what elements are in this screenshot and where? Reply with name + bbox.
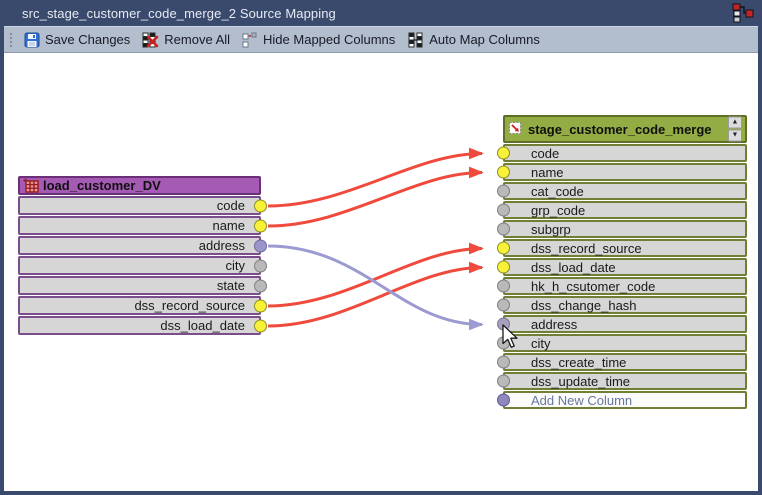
connector-dot[interactable] bbox=[254, 279, 267, 292]
save-changes-button[interactable]: Save Changes bbox=[19, 29, 137, 51]
connector-dot[interactable] bbox=[254, 219, 267, 232]
target-table-name: stage_customer_code_merge bbox=[528, 121, 712, 137]
connector-dot[interactable] bbox=[497, 374, 510, 388]
mapping-line-dss-record-source[interactable] bbox=[267, 242, 484, 308]
mapping-line-address-pending[interactable] bbox=[267, 244, 484, 331]
target-column-grp-code[interactable]: grp_code bbox=[497, 201, 747, 219]
connector-dot[interactable] bbox=[254, 319, 267, 332]
target-column-dss-change-hash[interactable]: dss_change_hash bbox=[497, 296, 747, 314]
mapping-canvas[interactable]: load_customer_DV code name address city bbox=[4, 53, 758, 491]
mapping-diagram-icon bbox=[732, 3, 754, 23]
scroll-up-button[interactable]: ▲ bbox=[728, 116, 742, 129]
connector-dot[interactable] bbox=[497, 260, 510, 274]
toolbar: Save Changes bbox=[4, 26, 758, 53]
column-label: dss_change_hash bbox=[531, 297, 637, 313]
hide-mapped-columns-button[interactable]: Hide Mapped Columns bbox=[237, 29, 402, 51]
source-table-name: load_customer_DV bbox=[43, 178, 161, 193]
source-column-city[interactable]: city bbox=[18, 256, 267, 275]
target-table: stage_customer_code_merge ▲ ▼ code name bbox=[497, 115, 747, 410]
auto-map-columns-button[interactable]: Auto Map Columns bbox=[402, 29, 547, 51]
window-title: src_stage_customer_code_merge_2 Source M… bbox=[22, 5, 336, 21]
hide-mapped-columns-label: Hide Mapped Columns bbox=[263, 32, 396, 47]
column-label: address bbox=[198, 238, 245, 253]
column-label: name bbox=[531, 164, 564, 180]
connector-dot[interactable] bbox=[497, 222, 510, 236]
mouse-cursor-icon bbox=[502, 324, 518, 348]
target-column-address[interactable]: address bbox=[497, 315, 747, 333]
source-column-address[interactable]: address bbox=[18, 236, 267, 255]
connector-dot[interactable] bbox=[497, 146, 510, 160]
mapping-line-name[interactable] bbox=[267, 166, 484, 228]
connector-dot[interactable] bbox=[497, 184, 510, 198]
column-label: hk_h_csutomer_code bbox=[531, 278, 656, 294]
mapping-line-code[interactable] bbox=[267, 147, 484, 208]
connector-dot[interactable] bbox=[254, 239, 267, 252]
column-label: code bbox=[531, 145, 560, 161]
hide-mapped-columns-icon bbox=[242, 32, 257, 47]
source-table: load_customer_DV code name address city bbox=[18, 176, 267, 336]
target-column-subgrp[interactable]: subgrp bbox=[497, 220, 747, 238]
add-new-column-label: Add New Column bbox=[531, 392, 633, 408]
connector-dot[interactable] bbox=[254, 199, 267, 212]
column-label: dss_update_time bbox=[531, 373, 631, 389]
add-new-column-row[interactable]: Add New Column bbox=[497, 391, 747, 409]
remove-all-label: Remove All bbox=[164, 32, 231, 47]
target-column-dss-create-time[interactable]: dss_create_time bbox=[497, 353, 747, 371]
target-column-city[interactable]: city bbox=[497, 334, 747, 352]
scroll-down-button[interactable]: ▼ bbox=[728, 129, 742, 142]
connector-dot[interactable] bbox=[497, 203, 510, 217]
column-label: name bbox=[212, 218, 245, 233]
source-column-dss-record-source[interactable]: dss_record_source bbox=[18, 296, 267, 315]
load-table-icon bbox=[23, 178, 39, 193]
source-column-state[interactable]: state bbox=[18, 276, 267, 295]
column-label: dss_load_date bbox=[160, 318, 245, 333]
target-column-cat-code[interactable]: cat_code bbox=[497, 182, 747, 200]
connector-dot[interactable] bbox=[497, 393, 510, 407]
stage-table-icon bbox=[509, 122, 521, 134]
column-label: dss_record_source bbox=[531, 240, 642, 256]
target-column-dss-record-source[interactable]: dss_record_source bbox=[497, 239, 747, 257]
target-column-dss-update-time[interactable]: dss_update_time bbox=[497, 372, 747, 390]
target-table-header[interactable]: stage_customer_code_merge ▲ ▼ bbox=[503, 115, 747, 143]
title-bar: src_stage_customer_code_merge_2 Source M… bbox=[0, 0, 762, 26]
connector-dot[interactable] bbox=[497, 279, 510, 293]
source-column-code[interactable]: code bbox=[18, 196, 267, 215]
column-label: subgrp bbox=[531, 221, 571, 237]
mapping-line-dss-load-date[interactable] bbox=[267, 261, 484, 328]
auto-map-columns-label: Auto Map Columns bbox=[429, 32, 540, 47]
column-label: dss_load_date bbox=[531, 259, 616, 275]
target-column-hk-h-csutomer-code[interactable]: hk_h_csutomer_code bbox=[497, 277, 747, 295]
save-icon bbox=[24, 32, 40, 47]
column-label: dss_record_source bbox=[134, 298, 245, 313]
remove-all-button[interactable]: Remove All bbox=[137, 29, 237, 51]
connector-dot[interactable] bbox=[497, 355, 510, 369]
column-label: cat_code bbox=[531, 183, 584, 199]
auto-map-columns-icon bbox=[408, 32, 423, 47]
target-column-code[interactable]: code bbox=[497, 144, 747, 162]
toolbar-grip[interactable] bbox=[8, 31, 13, 48]
connector-dot[interactable] bbox=[254, 259, 267, 272]
column-label: city bbox=[531, 335, 551, 351]
connector-dot[interactable] bbox=[497, 165, 510, 179]
header-scroll-buttons: ▲ ▼ bbox=[728, 116, 742, 142]
source-column-dss-load-date[interactable]: dss_load_date bbox=[18, 316, 267, 335]
connector-dot[interactable] bbox=[497, 298, 510, 312]
column-label: dss_create_time bbox=[531, 354, 627, 370]
connector-dot[interactable] bbox=[497, 241, 510, 255]
source-table-header[interactable]: load_customer_DV bbox=[18, 176, 261, 195]
connector-dot[interactable] bbox=[254, 299, 267, 312]
column-label: code bbox=[216, 198, 245, 213]
save-changes-label: Save Changes bbox=[45, 32, 131, 47]
column-label: city bbox=[225, 258, 246, 273]
source-column-name[interactable]: name bbox=[18, 216, 267, 235]
window-content: Save Changes bbox=[4, 26, 758, 491]
column-label: state bbox=[216, 278, 245, 293]
column-label: grp_code bbox=[531, 202, 586, 218]
target-column-dss-load-date[interactable]: dss_load_date bbox=[497, 258, 747, 276]
target-column-name[interactable]: name bbox=[497, 163, 747, 181]
remove-all-icon bbox=[142, 32, 159, 47]
column-label: address bbox=[531, 316, 578, 332]
